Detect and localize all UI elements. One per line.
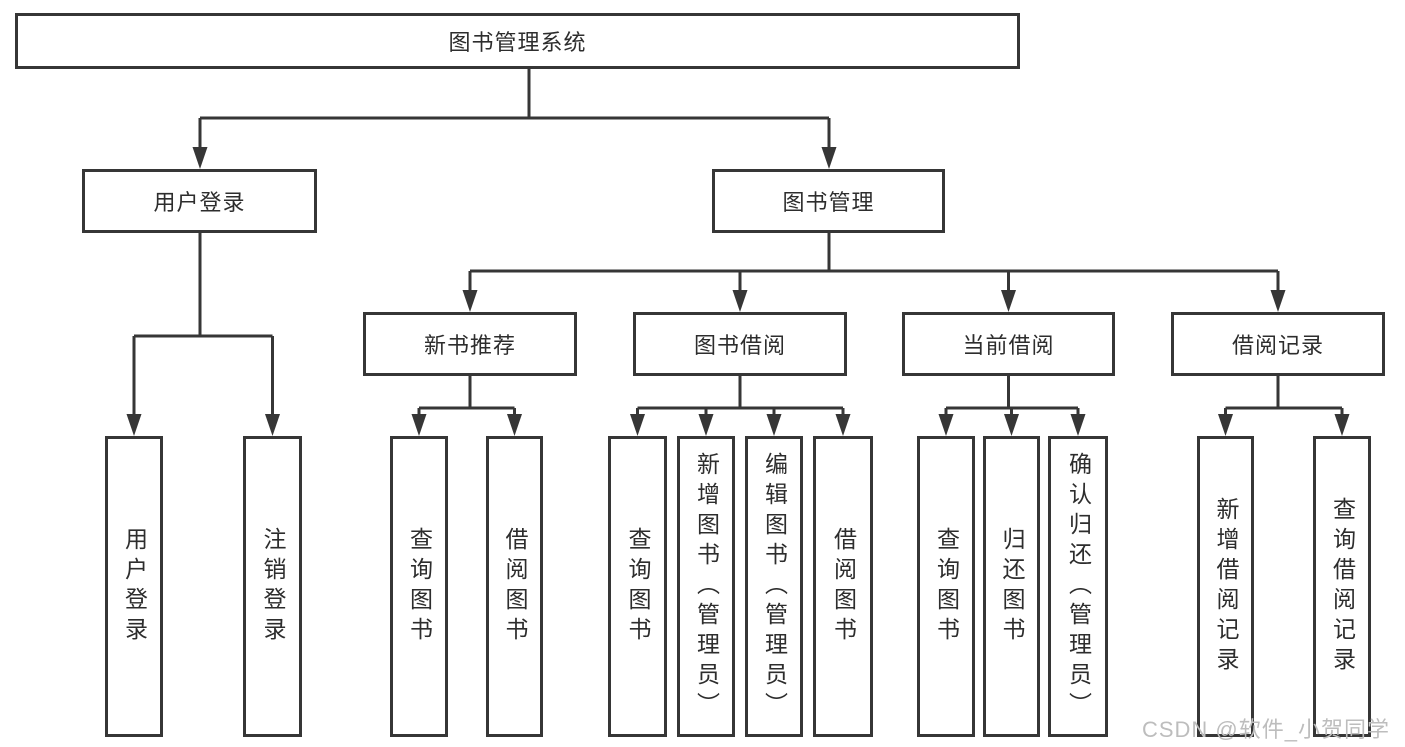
leaf-query-books-recommend: 查询图书 (390, 436, 448, 737)
leaf-return-books: 归还图书 (983, 436, 1040, 737)
leaf-edit-books-admin: 编辑图书（管理员） (745, 436, 803, 737)
csdn-watermark: CSDN @软件_小贺同学 (1141, 717, 1390, 742)
leaf-user-login: 用户登录 (105, 436, 163, 737)
node-book-borrow: 图书借阅 (633, 312, 847, 376)
leaf-add-books-admin: 新增图书（管理员） (677, 436, 735, 737)
node-borrow-records: 借阅记录 (1171, 312, 1385, 376)
node-library-management-system: 图书管理系统 (15, 13, 1020, 69)
node-book-management: 图书管理 (712, 169, 945, 233)
leaf-borrow-books: 借阅图书 (813, 436, 873, 737)
node-new-book-recommend: 新书推荐 (363, 312, 577, 376)
leaf-borrow-books-recommend: 借阅图书 (486, 436, 543, 737)
leaf-query-books-current: 查询图书 (917, 436, 975, 737)
leaf-query-books-borrow: 查询图书 (608, 436, 667, 737)
leaf-logout: 注销登录 (243, 436, 302, 737)
node-current-borrow: 当前借阅 (902, 312, 1115, 376)
node-user-login: 用户登录 (82, 169, 317, 233)
leaf-confirm-return-admin: 确认归还（管理员） (1048, 436, 1108, 737)
leaf-add-borrow-record: 新增借阅记录 (1197, 436, 1254, 737)
leaf-query-borrow-record: 查询借阅记录 (1313, 436, 1371, 737)
